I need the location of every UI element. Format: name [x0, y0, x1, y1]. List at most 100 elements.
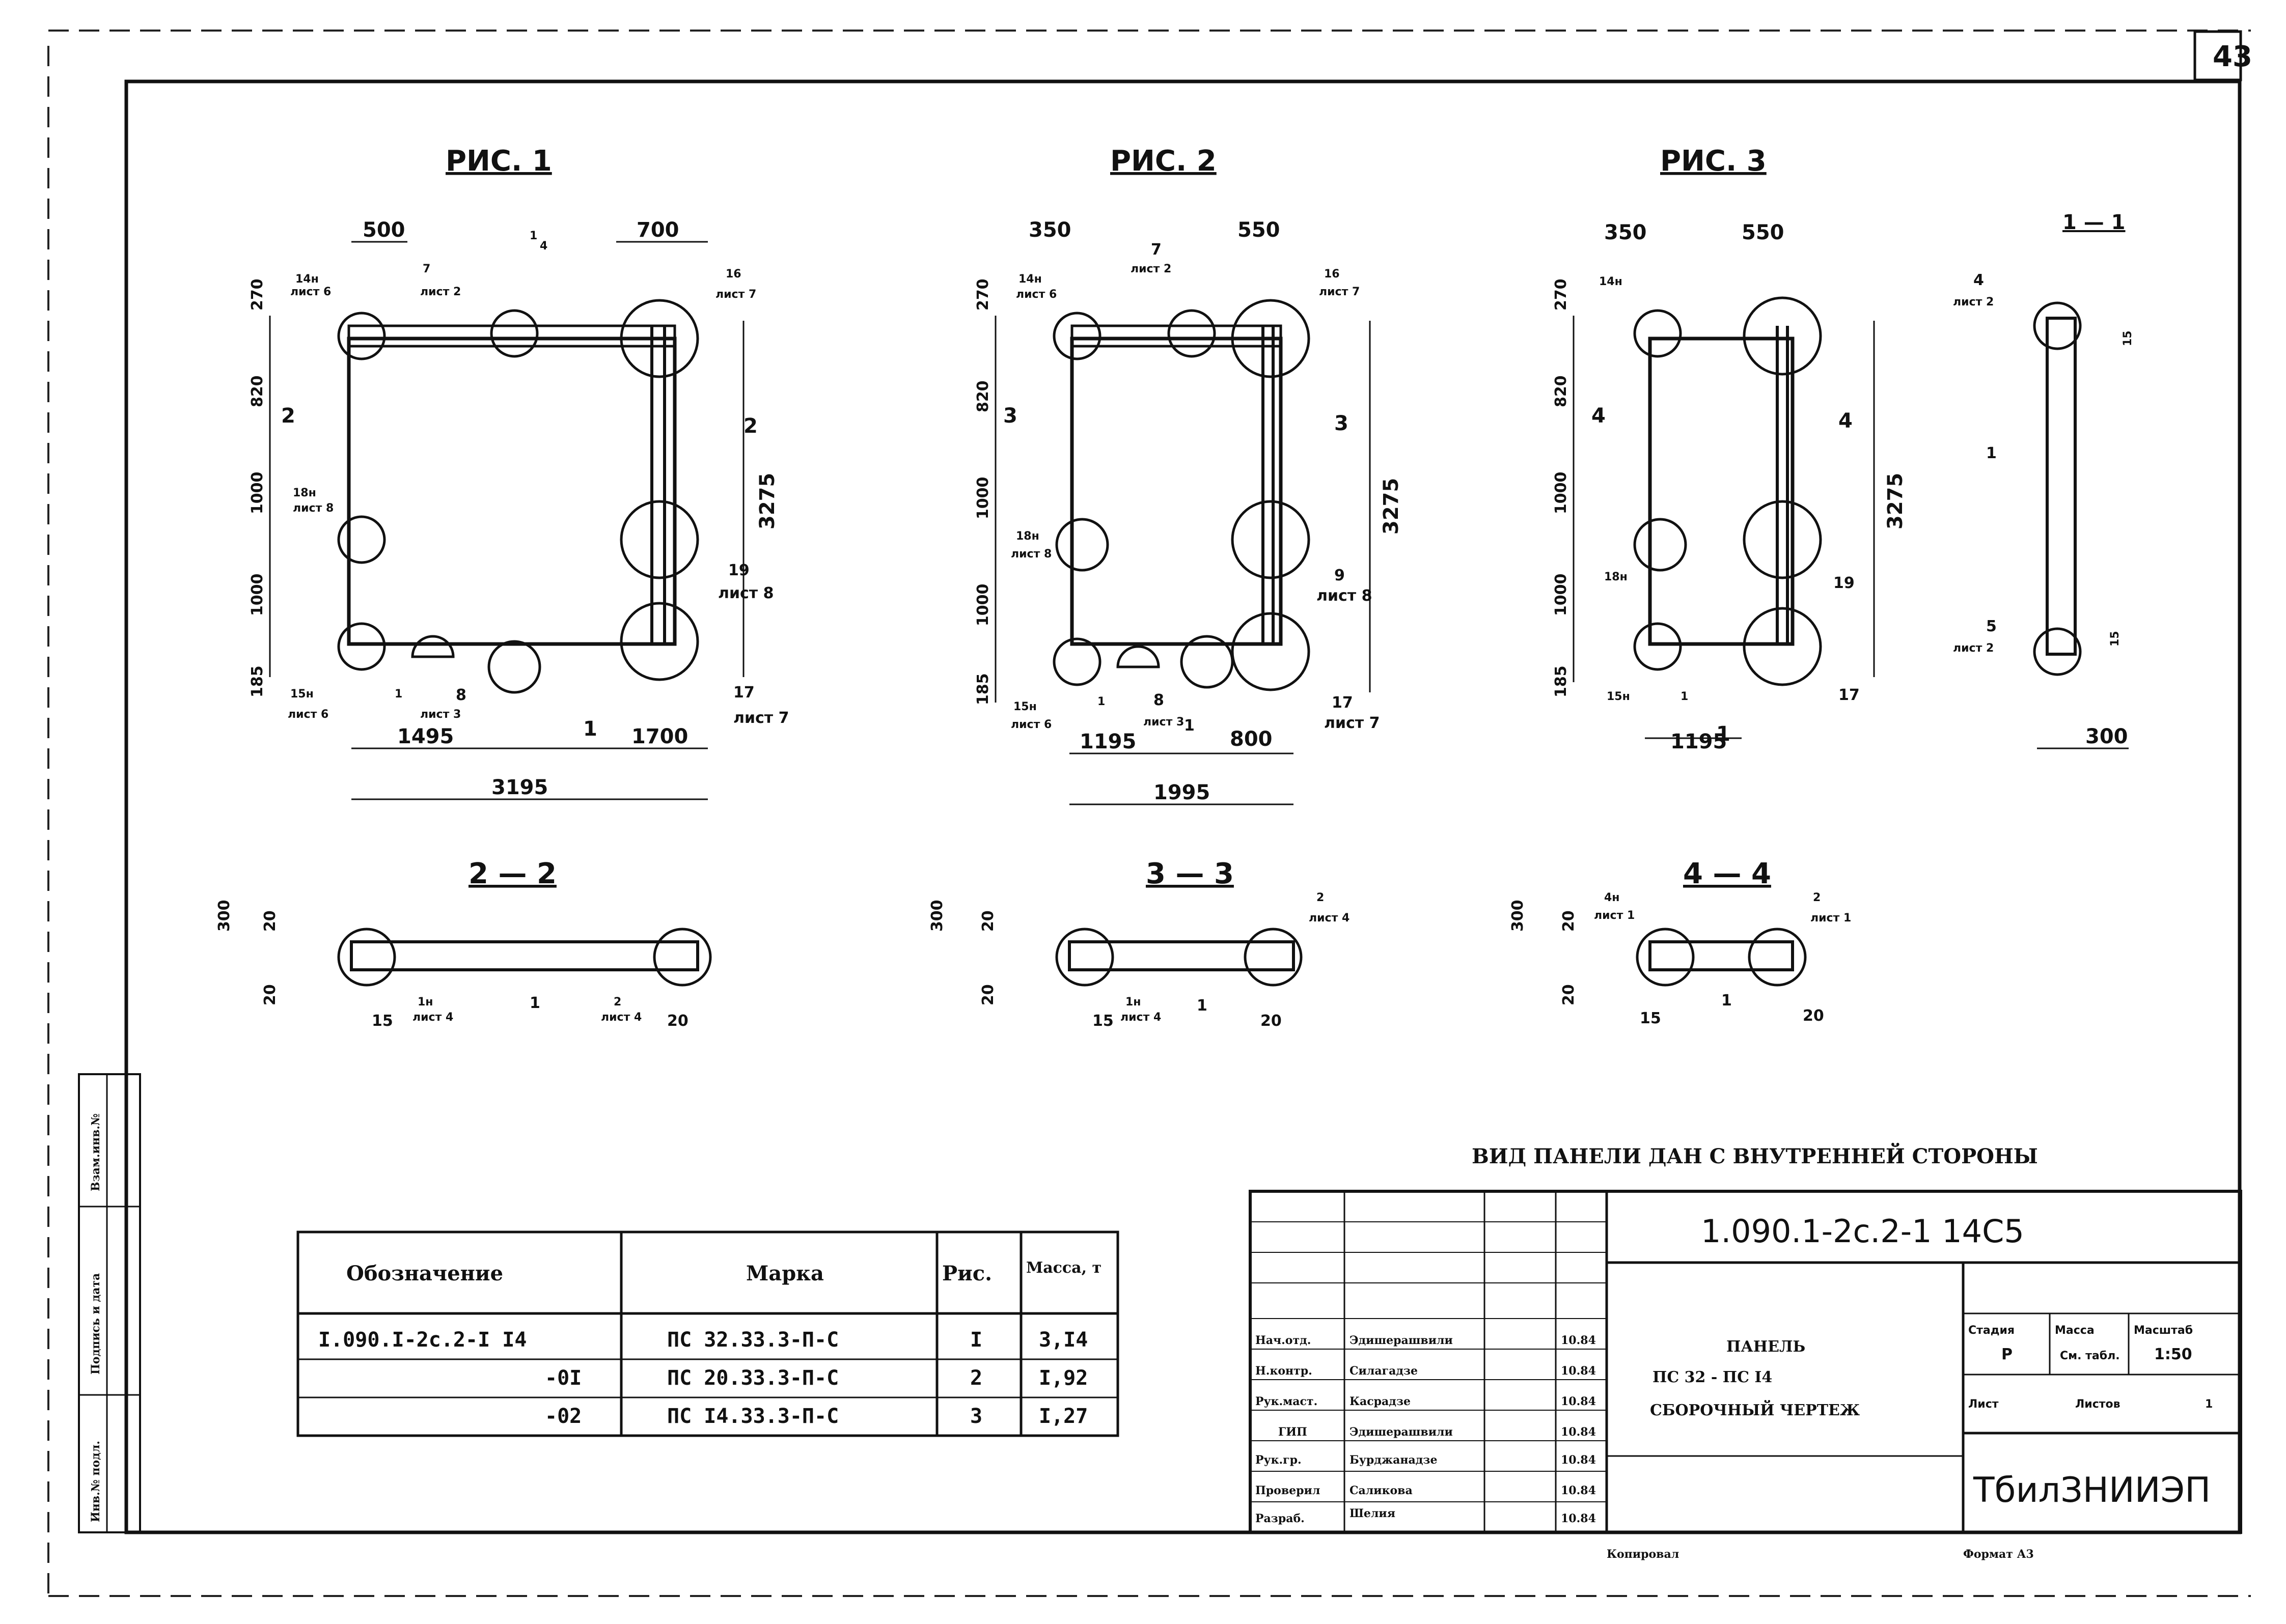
sec33-dim: 20 — [1260, 1012, 1282, 1030]
sec44-node-left — [1636, 928, 1695, 987]
fig3-dim-left-1: 820 — [1552, 375, 1570, 407]
fig1-top-beam — [347, 324, 676, 348]
fig1-section-mark: 2 — [281, 404, 295, 428]
sec44-node-right — [1748, 928, 1807, 987]
sec44-dim: 300 — [1509, 900, 1527, 932]
fig1-label: 1 — [530, 230, 537, 242]
fig2-label: лист 3 — [1143, 716, 1184, 729]
fig1-label: лист 8 — [293, 502, 334, 515]
sec44-profile — [1648, 940, 1794, 971]
sec11-node-top — [2033, 301, 2082, 350]
fig2-label: лист 6 — [1011, 718, 1052, 731]
sec22-dim: 300 — [215, 900, 233, 932]
sec44-label: лист 1 — [1810, 912, 1851, 925]
fig3-section-mark: 4 — [1591, 404, 1606, 428]
spec-cell: 3,I4 — [1039, 1328, 1088, 1352]
fig3-node-14n — [1633, 309, 1682, 358]
sec22-label: лист 4 — [412, 1011, 453, 1024]
sec22-label: 2 — [614, 996, 621, 1009]
sec22-dim: 15 — [372, 1012, 393, 1030]
document-code: 1.090.1-2с.2-1 14С5 — [1701, 1213, 2024, 1250]
sig-role: Проверил — [1255, 1484, 1320, 1497]
spec-table-frame — [296, 1230, 1119, 1437]
fig1-label: 4 — [540, 240, 547, 253]
fig1-label: 17 — [733, 684, 755, 702]
fig1-node-7 — [490, 309, 539, 358]
sec44-label: 2 — [1813, 891, 1821, 904]
sec11-dim: 15 — [2109, 631, 2122, 647]
spec-cell: 2 — [970, 1366, 982, 1390]
sec22-node-left — [337, 928, 396, 987]
fig2-dim-left-0: 270 — [974, 278, 992, 311]
fig1-node-18n — [337, 515, 386, 564]
footer-copied: Копировал — [1607, 1548, 1679, 1561]
fig1-label: 7 — [423, 263, 430, 275]
fig1-dim-total: 3195 — [491, 776, 548, 799]
fig2-dim-left-2: 1000 — [974, 477, 992, 520]
sec11-label: 1 — [1986, 444, 1997, 462]
sec22-dim: 20 — [667, 1012, 688, 1030]
fig2-label: лист 7 — [1324, 714, 1380, 732]
view-note: ВИД ПАНЕЛИ ДАН С ВНУТРЕННЕЙ СТОРОНЫ — [1472, 1143, 2038, 1168]
fig1-label: лист 3 — [420, 708, 461, 721]
fig2-label: 9 — [1334, 567, 1345, 584]
sec33-label: 1 — [1197, 997, 1207, 1015]
fig2-label: 8 — [1153, 691, 1164, 709]
fig2-node-9 — [1231, 500, 1310, 579]
title-line-1: ПАНЕЛЬ — [1726, 1338, 1805, 1356]
fig1-dim-top-1: 700 — [637, 218, 679, 242]
fig1-label: 14н — [295, 273, 319, 286]
sec33-dim: 20 — [979, 910, 997, 932]
fig1-dim-left-3: 1000 — [249, 574, 266, 617]
fig1-node-16 — [620, 299, 699, 378]
section-1-1: 1 — 1 4 лист 2 1 5 лист 2 15 15 300 — [1953, 211, 2134, 749]
spec-cell: I.090.I-2с.2-I I4 — [318, 1328, 527, 1352]
sig-role: Н.контр. — [1255, 1364, 1312, 1378]
sig-name: Шелия — [1349, 1507, 1395, 1520]
fig3-panel-outline — [1648, 337, 1795, 646]
fig1-label: лист 6 — [290, 286, 331, 298]
spec-cell: ПС 20.33.3-П-С — [667, 1366, 839, 1390]
fig2-dim-bottom-1: 800 — [1230, 727, 1273, 751]
fig1-dim-left-0: 270 — [249, 278, 266, 311]
fig1-section-mark: 1 — [583, 717, 597, 741]
sheet-label: Лист — [1968, 1398, 1999, 1411]
sig-date: 10.84 — [1561, 1395, 1596, 1408]
fig2-label: 17 — [1332, 694, 1353, 712]
fig2-node-17 — [1231, 612, 1310, 691]
stamp-replace-inv: Взам.инв.№ — [89, 1113, 102, 1191]
fig3-dim-left-3: 1000 — [1552, 574, 1570, 617]
sec33-dim: 300 — [928, 900, 946, 932]
fig1-dim-left-4: 185 — [249, 665, 266, 697]
sig-name: Бурджанадзе — [1349, 1453, 1437, 1467]
fig1-label: 1 — [395, 688, 402, 701]
fig2-node-14n — [1053, 312, 1101, 360]
sheet-frame — [124, 79, 2242, 1534]
fig1-panel-outline — [347, 337, 677, 646]
sheet-number-box — [2193, 30, 2242, 81]
sec33-label: 2 — [1316, 891, 1324, 904]
fig1-label: лист 6 — [288, 708, 328, 721]
fig3-label: 1 — [1681, 690, 1688, 703]
sec44-label: 1 — [1721, 992, 1732, 1010]
fig2-label: 7 — [1151, 241, 1162, 259]
title-block: Нач.отд. Эдишерашвили 10.84 Н.контр. Сил… — [1249, 1190, 2242, 1534]
mass-header: Масса — [2055, 1324, 2095, 1337]
fig1-dim-bottom-1: 1700 — [631, 725, 688, 748]
fig3-dim-left-4: 185 — [1552, 665, 1570, 697]
sig-date: 10.84 — [1561, 1453, 1596, 1467]
fig2-node-8 — [1180, 635, 1234, 689]
side-stamp: Взам.инв.№ Подпись и дата Инв.№ подл. — [78, 1073, 141, 1533]
sec22-node-right — [653, 928, 712, 987]
fig2-dim-left-3: 1000 — [974, 584, 992, 627]
figure-3: РИС. 3 350 550 270 820 1000 1000 185 327… — [1552, 145, 1907, 753]
fig2-label: 1 — [1097, 695, 1105, 708]
fig1-dim-left-1: 820 — [249, 375, 266, 407]
sheets-value: 1 — [2205, 1398, 2213, 1411]
sec33-profile — [1068, 940, 1295, 971]
section-2-2: 2 — 2 1н лист 4 1 2 лист 4 300 20 20 15 … — [215, 857, 712, 1030]
sig-date: 10.84 — [1561, 1364, 1596, 1378]
spec-header-designation: Обозначение — [346, 1262, 503, 1285]
fig2-dim-top-1: 550 — [1237, 218, 1280, 242]
sheets-label: Листов — [2075, 1398, 2120, 1411]
